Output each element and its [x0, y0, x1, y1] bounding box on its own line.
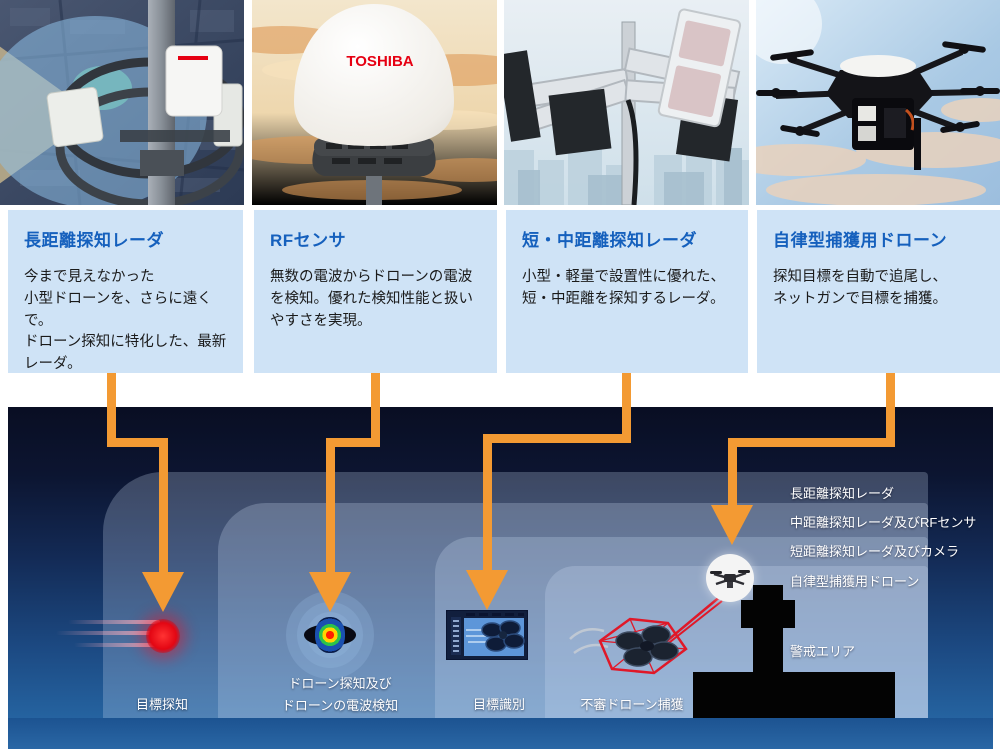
toshiba-logo-text: TOSHIBA: [346, 53, 413, 70]
control-tower-base: [693, 672, 895, 718]
photo-long-range-radar: [0, 0, 245, 209]
photo-capture-drone: [726, 0, 1000, 206]
label-short-range-camera: 短距離探知レーダ及びカメラ: [790, 544, 960, 559]
bottom-strip: [8, 718, 993, 749]
arrow2-segment: [326, 438, 335, 575]
toshiba-logo-mark: [178, 56, 208, 60]
rf-sensor-illustration: TOSHIBA: [222, 0, 532, 205]
card-body: 今まで見えなかった 小型ドローンを、さらに遠くで。 ドローン探知に特化した、最新…: [24, 269, 227, 372]
target-motion-streak: [68, 620, 160, 624]
arrow4-segment: [728, 438, 737, 507]
arrow1-segment: [159, 438, 168, 575]
card-title: 短・中距離探知レーダ: [522, 231, 697, 250]
arrow3-segment: [622, 373, 631, 443]
detection-diagram-panel: ✈: [8, 407, 993, 718]
capture-drone-illustration: [726, 0, 1000, 206]
target-motion-streak: [56, 631, 160, 635]
card-body: 探知目標を自動で追尾し、 ネットガンで目標を捕獲。: [773, 269, 947, 307]
arrow1-segment: [107, 438, 168, 447]
card-body: 小型・軽量で設置性に優れた、短・中距離を探知するレーダ。: [522, 269, 725, 307]
detected-target-dot: [146, 619, 180, 653]
label-target-identification: 目標識別: [472, 697, 526, 712]
arrow4-segment: [886, 373, 895, 447]
net-capture-group: [569, 594, 723, 675]
arrow4-head: [711, 505, 753, 545]
short-mid-radar-illustration: [497, 0, 749, 206]
card-short-mid-radar: 短・中距離探知レーダ 小型・軽量で設置性に優れた、短・中距離を探知するレーダ。: [506, 210, 748, 373]
long-range-radar-illustration: [0, 0, 245, 209]
arrow3-head: [466, 570, 508, 610]
card-title: RFセンサ: [270, 231, 347, 250]
label-drone-rf-detection: ドローン探知及び ドローンの電波検知: [281, 676, 399, 714]
photo-rf-sensor: TOSHIBA: [222, 0, 532, 205]
card-capture-drone: 自律型捕獲用ドローン 探知目標を自動で追尾し、 ネットガンで目標を捕獲。: [757, 210, 1000, 373]
card-title: 長距離探知レーダ: [24, 231, 164, 250]
arrow1-segment: [107, 373, 116, 447]
heat-signature-icon: [315, 617, 345, 653]
arrow3-segment: [483, 434, 492, 573]
identification-monitor-icon: [446, 610, 528, 660]
target-motion-streak: [74, 643, 160, 647]
label-long-range-radar: 長距離探知レーダ: [790, 486, 895, 501]
arrow3-segment: [483, 434, 631, 443]
card-long-range-radar: 長距離探知レーダ 今まで見えなかった 小型ドローンを、さらに遠くで。 ドローン探…: [8, 210, 243, 373]
card-rf-sensor: RFセンサ 無数の電波からドローンの電波を検知。優れた検知性能と扱いやすさを実現…: [254, 210, 497, 373]
label-capture-drone: 自律型捕獲用ドローン: [790, 574, 920, 589]
interceptor-drone-icon: [710, 570, 750, 588]
arrow4-segment: [728, 438, 895, 447]
card-title: 自律型捕獲用ドローン: [773, 231, 948, 250]
label-mid-range-rf: 中距離探知レーダ及びRFセンサ: [790, 515, 977, 530]
label-alert-area: 警戒エリア: [790, 644, 856, 659]
arrow2-head: [309, 572, 351, 612]
arrow1-head: [142, 572, 184, 612]
captured-drone-icon: [615, 625, 679, 667]
arrow2-segment: [371, 373, 380, 447]
control-tower-arms: [741, 600, 795, 628]
arrow2-segment: [326, 438, 380, 447]
label-drone-capture: 不審ドローン捕獲: [580, 697, 684, 712]
label-target-detection: 目標探知: [135, 697, 189, 712]
card-body: 無数の電波からドローンの電波を検知。優れた検知性能と扱いやすさを実現。: [270, 269, 473, 329]
photo-short-mid-radar: [497, 0, 749, 206]
